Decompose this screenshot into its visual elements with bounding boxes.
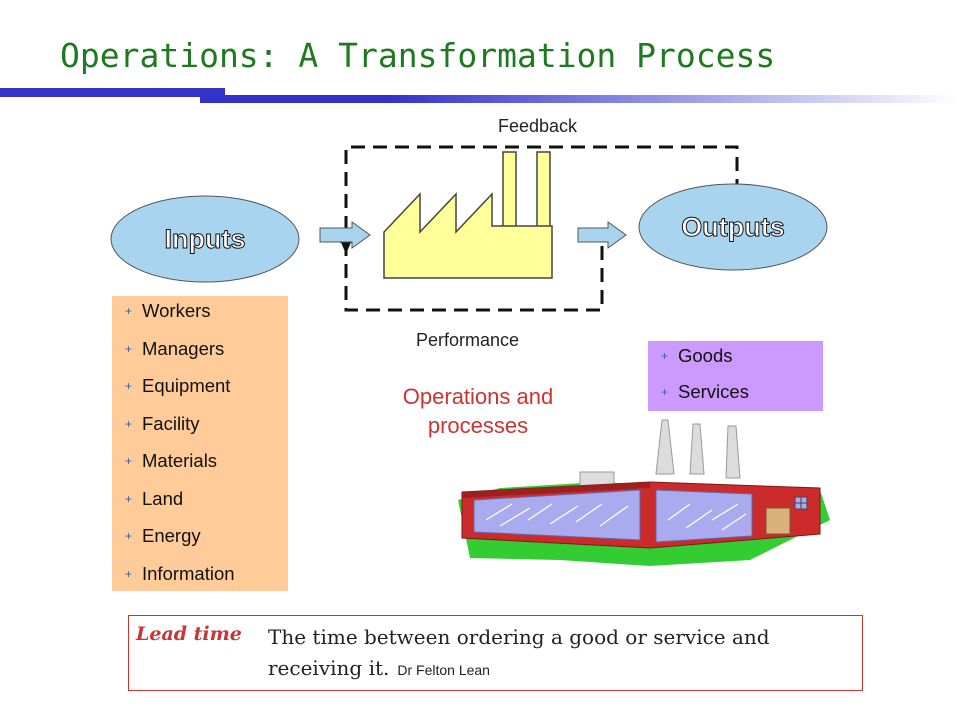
plus-bullet-icon: + bbox=[125, 491, 133, 506]
plus-bullet-icon: + bbox=[125, 341, 133, 356]
inputs-title: Inputs bbox=[164, 224, 246, 255]
input-arrow bbox=[319, 221, 371, 249]
plus-bullet-icon: + bbox=[125, 529, 133, 543]
inputs-ellipse bbox=[110, 195, 300, 283]
outputs-title: Outputs bbox=[681, 212, 785, 243]
feedback-loop-top bbox=[344, 145, 739, 252]
list-item: +Managers bbox=[112, 334, 288, 372]
list-item: +Equipment bbox=[112, 371, 288, 409]
list-item: +Land bbox=[112, 484, 288, 522]
list-item: +Information bbox=[112, 559, 288, 597]
plus-bullet-icon: + bbox=[661, 349, 669, 363]
performance-label: Performance bbox=[416, 330, 520, 350]
page-title: Operations: A Transformation Process bbox=[60, 36, 776, 75]
inputs-list-box: +Workers +Managers +Equipment +Facility … bbox=[112, 296, 288, 591]
output-arrow bbox=[577, 221, 627, 249]
feedback-loop-bottom bbox=[344, 242, 604, 312]
inputs-list: +Workers +Managers +Equipment +Facility … bbox=[112, 296, 288, 596]
lead-time-definition: The time between ordering a good or serv… bbox=[268, 622, 858, 686]
outputs-ellipse bbox=[638, 183, 828, 271]
factory-building-icon bbox=[458, 419, 830, 566]
plus-bullet-icon: + bbox=[125, 304, 133, 318]
plus-bullet-icon: + bbox=[125, 454, 133, 468]
plus-bullet-icon: + bbox=[125, 566, 133, 581]
list-item: +Energy bbox=[112, 521, 288, 559]
list-item: +Workers bbox=[112, 296, 288, 334]
outputs-list-box: +Goods +Services bbox=[648, 341, 823, 411]
author-credit: Dr Felton Lean bbox=[397, 662, 490, 678]
list-item: +Goods bbox=[648, 341, 823, 377]
list-item: +Facility bbox=[112, 409, 288, 447]
lead-time-term: Lead time bbox=[136, 623, 242, 645]
plus-bullet-icon: + bbox=[125, 416, 133, 431]
plus-bullet-icon: + bbox=[125, 379, 133, 393]
lead-time-box bbox=[128, 615, 863, 691]
feedback-label: Feedback bbox=[498, 116, 578, 136]
feedback-arrowhead-down bbox=[340, 240, 352, 254]
plus-bullet-icon: + bbox=[661, 385, 669, 399]
outputs-list: +Goods +Services bbox=[648, 341, 823, 413]
lead-time-definition-text: The time between ordering a good or serv… bbox=[268, 625, 770, 680]
factory-icon bbox=[383, 151, 553, 279]
title-underline-bar bbox=[0, 88, 960, 103]
list-item: +Materials bbox=[112, 446, 288, 484]
operations-label: Operations and processes bbox=[402, 384, 554, 438]
list-item: +Services bbox=[648, 377, 823, 413]
